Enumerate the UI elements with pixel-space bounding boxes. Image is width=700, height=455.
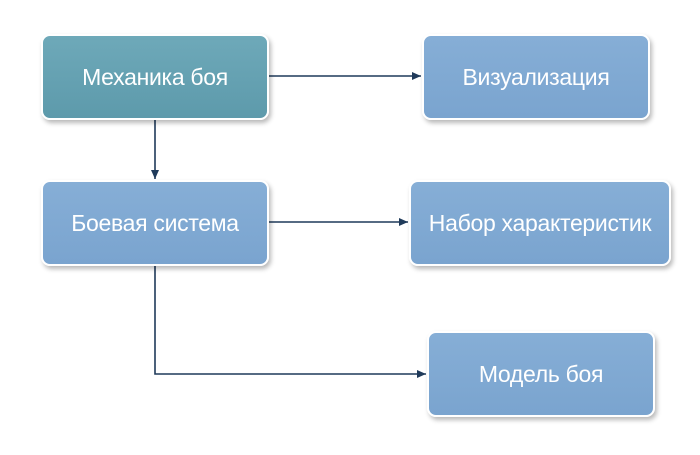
node-combat-system-label: Боевая система xyxy=(71,209,239,236)
node-visualization-label: Визуализация xyxy=(462,63,610,90)
edge-combat-system-to-combat-model xyxy=(154,266,426,378)
node-stats-set: Набор характеристик xyxy=(409,180,671,266)
node-stats-set-label: Набор характеристик xyxy=(428,209,652,236)
node-mechanics: Механика боя xyxy=(41,34,269,120)
node-combat-system: Боевая система xyxy=(41,180,269,266)
node-mechanics-label: Механика боя xyxy=(82,63,228,90)
node-visualization: Визуализация xyxy=(422,34,650,120)
node-combat-model: Модель боя xyxy=(427,331,655,417)
node-combat-model-label: Модель боя xyxy=(478,360,604,387)
